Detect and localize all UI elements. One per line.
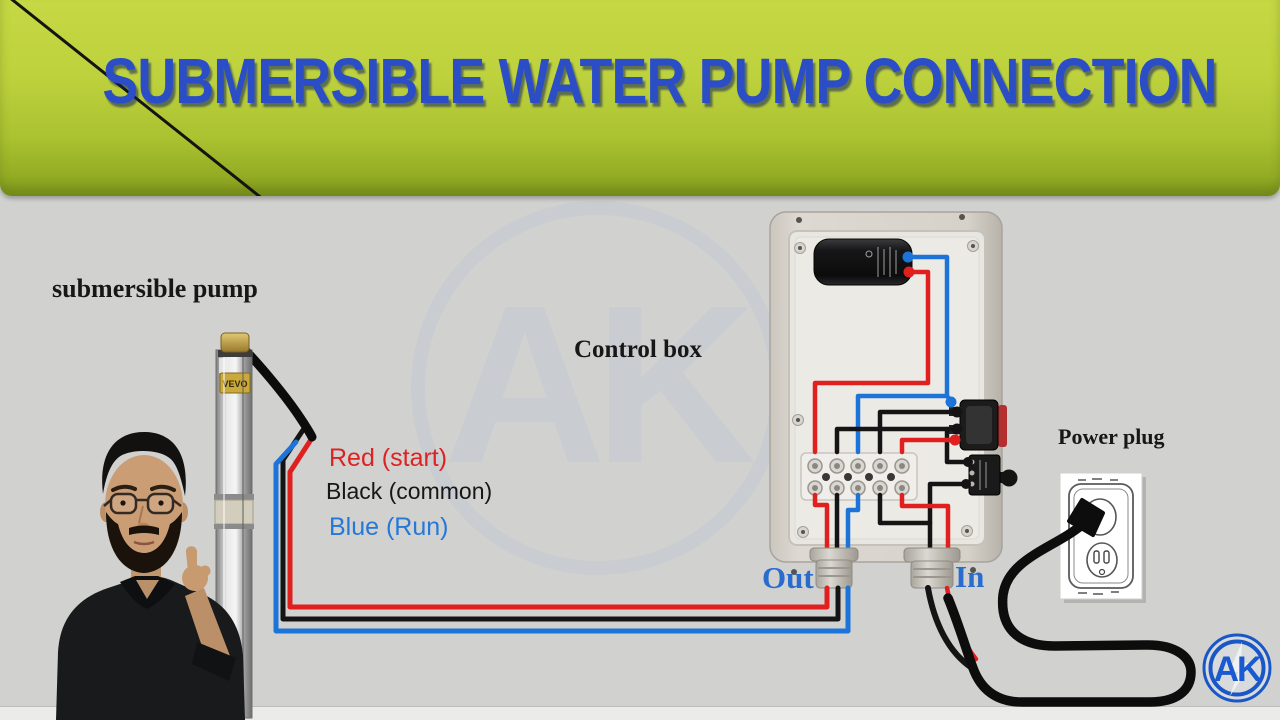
power-plug-label: Power plug [1058,424,1165,449]
legend-red-start: Red (start) [329,444,448,472]
video-title: SUBMERSIBLE WATER PUMP CONNECTION [102,45,1217,117]
svg-text:AK: AK [1214,650,1262,689]
terminal-block [800,452,918,501]
legend-black-common: Black (common) [326,478,493,504]
legend-blue-run: Blue (Run) [329,513,449,541]
cable-gland-out [809,547,859,589]
out-port-label: Out [762,560,814,595]
watermark-ak: AK [411,201,785,575]
internal-wiring [812,251,973,555]
table-edge [0,706,1280,720]
svg-text:VEVO: VEVO [222,379,247,389]
submersible-pump-label: submersible pump [52,274,258,303]
wall-outlet [1059,472,1146,603]
presenter [56,432,245,720]
power-cord [925,498,1196,707]
overload-protector [968,454,1018,496]
in-port-label: In [955,559,985,594]
channel-logo-ak: AK [1202,633,1272,703]
title-banner: SUBMERSIBLE WATER PUMP CONNECTION [0,0,1280,196]
start-capacitor [813,238,913,286]
control-box-label: Control box [574,336,703,363]
pump-wires [273,427,851,634]
cable-gland-in [903,547,961,589]
svg-text:AK: AK [444,258,755,510]
